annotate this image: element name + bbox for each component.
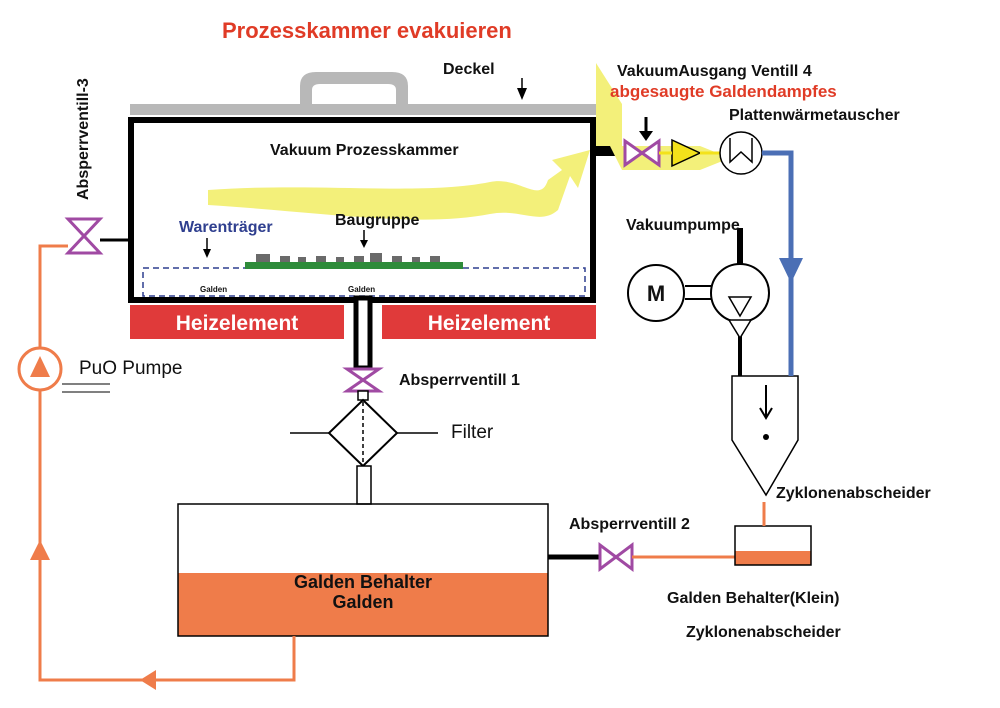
return-flow-arrow (140, 670, 156, 690)
pump-to-valve3-line (38, 244, 68, 348)
vakuumpumpe-label: Vakuumpumpe (626, 217, 740, 234)
diagram-title: Prozesskammer evakuieren (222, 18, 512, 43)
lid-handle (300, 72, 408, 104)
absperrventil-3-valve (64, 217, 104, 255)
motor-label: M (647, 281, 665, 306)
warentraeger-label: Warenträger (179, 219, 273, 236)
absperrventil-1-label: Absperrventill 1 (399, 372, 520, 389)
galden-left-label: Galden (200, 285, 227, 294)
absperrventil-3-label: Absperrventill-3 (75, 78, 92, 200)
plattenwaermetauscher-label: Plattenwärmetauscher (729, 107, 900, 124)
vapor-exhaust-highlight (596, 63, 730, 170)
filter-icon (290, 398, 438, 468)
absperrventil-1-valve (342, 367, 384, 401)
absperrventil-2-label: Absperrventill 2 (569, 516, 690, 533)
pump-icon (710, 263, 770, 340)
small-tank-label-line2: Zyklonenabscheider (686, 624, 841, 641)
heizelement-right-bar (382, 305, 596, 339)
lid (130, 72, 596, 115)
heizelement-left-label: Heizelement (176, 312, 299, 335)
puo-pump-icon (17, 346, 110, 393)
vacuum-outlet-pipe (593, 146, 625, 156)
baugruppe-label: Baugruppe (335, 212, 420, 229)
deckel-pointer-head (517, 88, 527, 100)
coolant-line (762, 150, 794, 376)
deckel-label: Deckel (443, 61, 495, 78)
warentraeger-pointer-head (203, 249, 211, 258)
heizelement-right-label: Heizelement (428, 312, 551, 335)
galden-mid-label: Galden (348, 285, 375, 294)
prozesskammer-label: Vakuum Prozesskammer (270, 142, 459, 159)
filter-label: Filter (451, 422, 494, 443)
baugruppe-pointer-head (360, 240, 368, 248)
motor-icon: M (627, 264, 685, 322)
puo-pumpe-label: PuO Pumpe (79, 358, 183, 379)
upflow-arrow (30, 540, 50, 560)
vakuum-ausgang-label: VakuumAusgang Ventill 4 (617, 63, 812, 80)
heat-exchanger-icon (719, 131, 763, 175)
abgesaugte-label: abgesaugte Galdendampfes (610, 82, 837, 101)
vapor-flow-arrow (208, 150, 590, 220)
galden-tank (177, 503, 549, 637)
tank-label-line2: Galden (332, 592, 393, 612)
drain-pipe (353, 295, 373, 371)
coolant-flow-arrow (779, 258, 803, 283)
baugruppe-pcb (245, 253, 463, 269)
absperrventil-2-valve (598, 542, 634, 572)
lid-plate (130, 104, 596, 115)
galden-return-line (38, 390, 296, 682)
ventil-4-pointer-head (639, 131, 653, 141)
small-galden-tank (734, 525, 812, 566)
heizelement-left-bar (130, 305, 344, 339)
zyklonenabscheider-label: Zyklonenabscheider (776, 485, 931, 502)
cyclone-separator-icon (731, 375, 799, 497)
small-tank-label-line1: Galden Behalter(Klein) (667, 590, 839, 607)
filter-outlet-pipe (356, 465, 372, 505)
tank-label-line1: Galden Behalter (294, 572, 432, 592)
